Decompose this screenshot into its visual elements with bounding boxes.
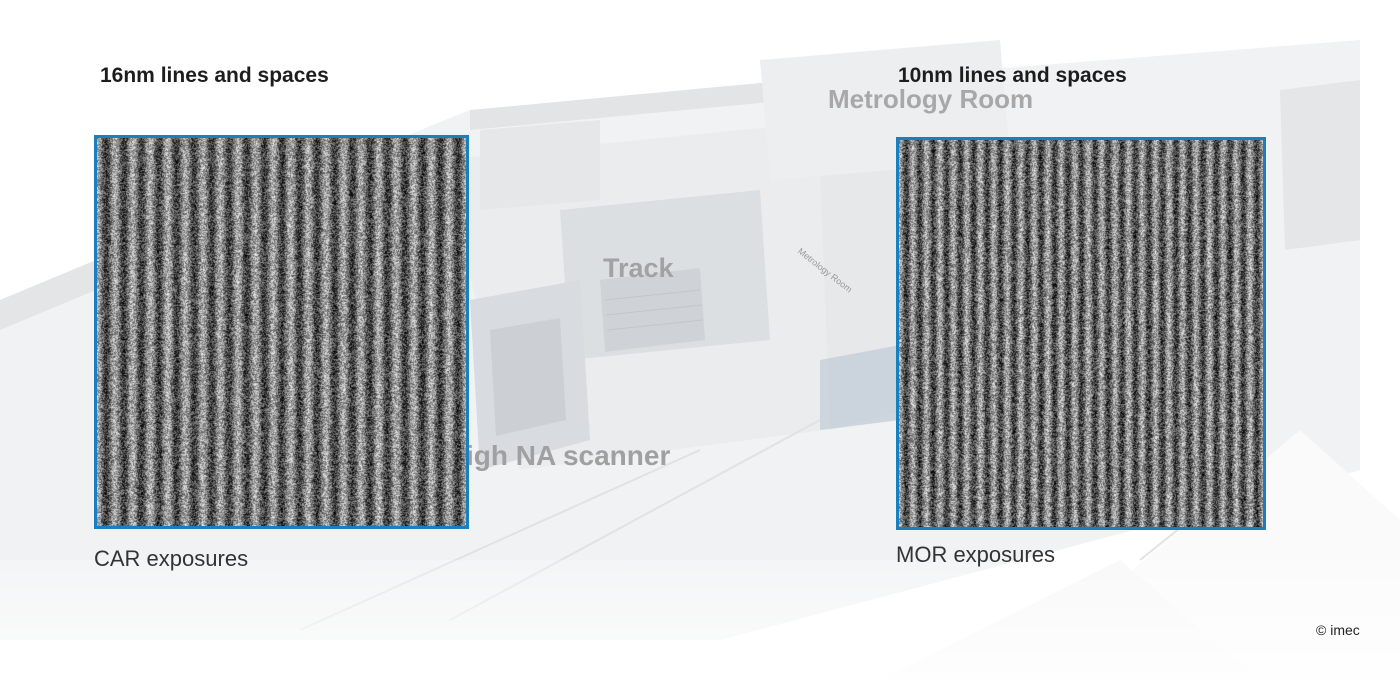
track-label: Track: [603, 253, 674, 283]
mor-sem-image: [896, 137, 1266, 530]
metrology-room-label: Metrology Room: [828, 84, 1034, 114]
left-panel-title: 16nm lines and spaces: [100, 64, 329, 87]
mor-exposures-caption: MOR exposures: [896, 542, 1055, 567]
car-line-pattern: [97, 138, 466, 526]
car-sem-image: [94, 135, 469, 529]
imec-copyright: © imec: [1316, 622, 1360, 638]
high-na-scanner-label: igh NA scanner: [466, 440, 671, 471]
mor-line-pattern: [899, 140, 1263, 527]
right-panel-title: 10nm lines and spaces: [898, 64, 1127, 87]
car-exposures-caption: CAR exposures: [94, 546, 249, 571]
